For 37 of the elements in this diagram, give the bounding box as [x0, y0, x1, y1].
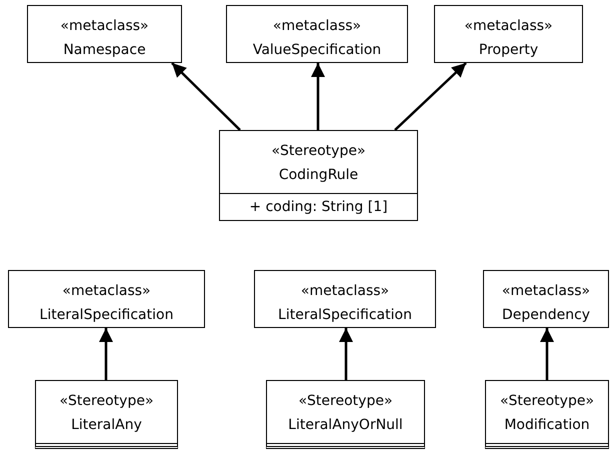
- stereotype-label: «Stereotype»: [270, 142, 367, 161]
- class-name: LiteralSpecification: [38, 306, 174, 325]
- class-name: Namespace: [62, 41, 147, 60]
- extension-arrow: [540, 328, 554, 380]
- stereotype-label: «Stereotype»: [297, 392, 394, 411]
- metaclass-box: [27, 5, 182, 63]
- extension-arrow: [394, 62, 467, 131]
- class-name: LiteralAny: [70, 416, 143, 435]
- extension-arrow: [99, 328, 113, 380]
- stereotype-label: «metaclass»: [272, 17, 362, 36]
- stereotype-label: «metaclass»: [500, 282, 592, 301]
- stereotype-box: [35, 380, 178, 449]
- class-name: ValueSpecification: [252, 41, 382, 60]
- class-name: Modification: [503, 416, 591, 435]
- class-name: Dependency: [500, 306, 592, 325]
- metaclass-box: [434, 5, 583, 63]
- stereotype-label: «metaclass»: [61, 282, 152, 301]
- stereotype-label: «metaclass»: [463, 17, 554, 36]
- stereotype-box: [266, 380, 425, 449]
- stereotype-label: «Stereotype»: [58, 392, 155, 411]
- stereotype-box: [485, 380, 609, 449]
- class-name: LiteralAnyOrNull: [287, 416, 404, 435]
- metaclass-box: [254, 270, 436, 328]
- class-name: LiteralSpecification: [277, 306, 413, 325]
- stereotype-label: «metaclass»: [59, 17, 150, 36]
- extension-arrow: [171, 62, 241, 131]
- stereotype-label: «metaclass»: [300, 282, 390, 301]
- metaclass-box: [483, 270, 609, 328]
- metaclass-box: [8, 270, 205, 328]
- metaclass-box: [226, 5, 408, 63]
- stereotype-box: [219, 130, 418, 221]
- class-name: CodingRule: [278, 166, 360, 185]
- class-name: Property: [478, 41, 540, 60]
- extension-arrow: [339, 328, 353, 380]
- extension-arrow: [311, 63, 325, 130]
- attribute-text: + coding: String [1]: [248, 198, 389, 217]
- stereotype-label: «Stereotype»: [498, 392, 596, 411]
